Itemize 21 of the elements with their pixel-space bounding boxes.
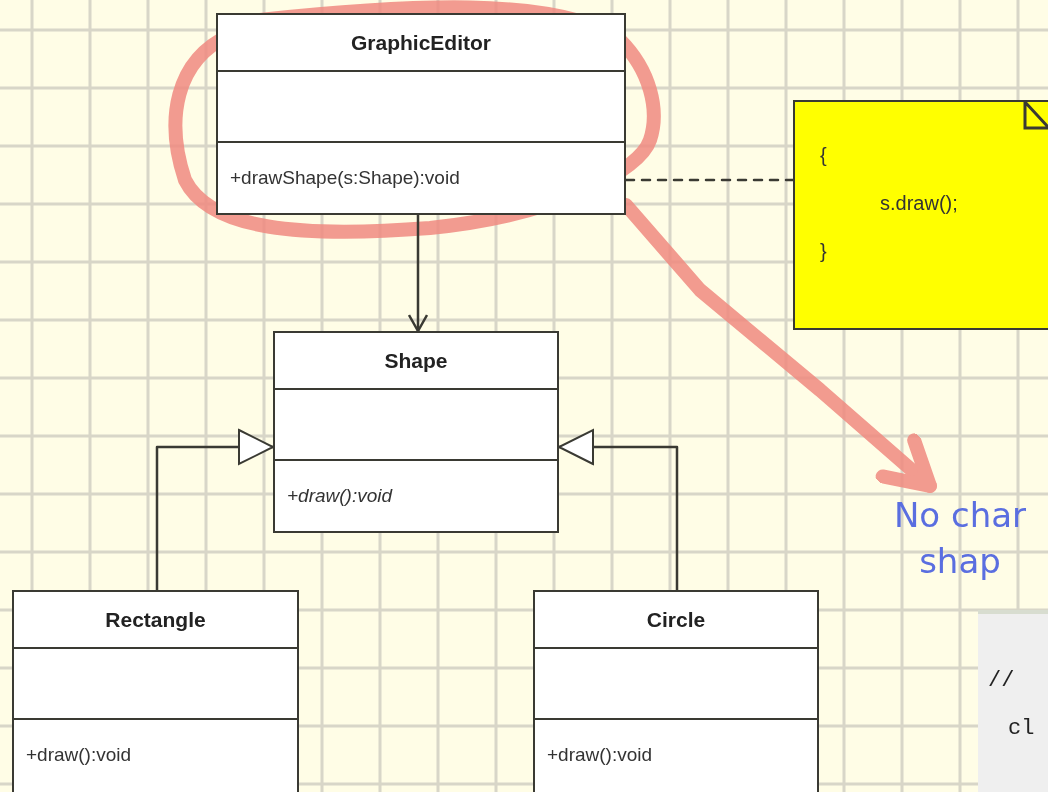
code-line: //: [988, 667, 1015, 695]
class-box: [273, 331, 559, 533]
note-text: }: [820, 239, 827, 264]
code-line: cl: [1008, 715, 1035, 743]
note-box: [793, 100, 1048, 330]
annotation-text: No char shap: [892, 494, 1028, 583]
class-name: Circle: [646, 606, 706, 633]
class-name: Rectangle: [105, 606, 206, 633]
note-text: {: [820, 143, 827, 168]
class-box: [216, 13, 626, 215]
class-name: Shape: [384, 347, 448, 374]
operation: +draw():void: [547, 743, 653, 768]
operation: +drawShape(s:Shape):void: [230, 166, 460, 191]
arrow: [155, 429, 275, 592]
class-name: GraphicEditor: [351, 29, 491, 56]
operation: +draw():void: [26, 743, 132, 768]
note-text: s.draw();: [880, 191, 958, 216]
class-box: [533, 590, 819, 792]
arrow: [407, 213, 429, 333]
class-box: [12, 590, 299, 792]
operation: +draw():void: [287, 484, 393, 509]
